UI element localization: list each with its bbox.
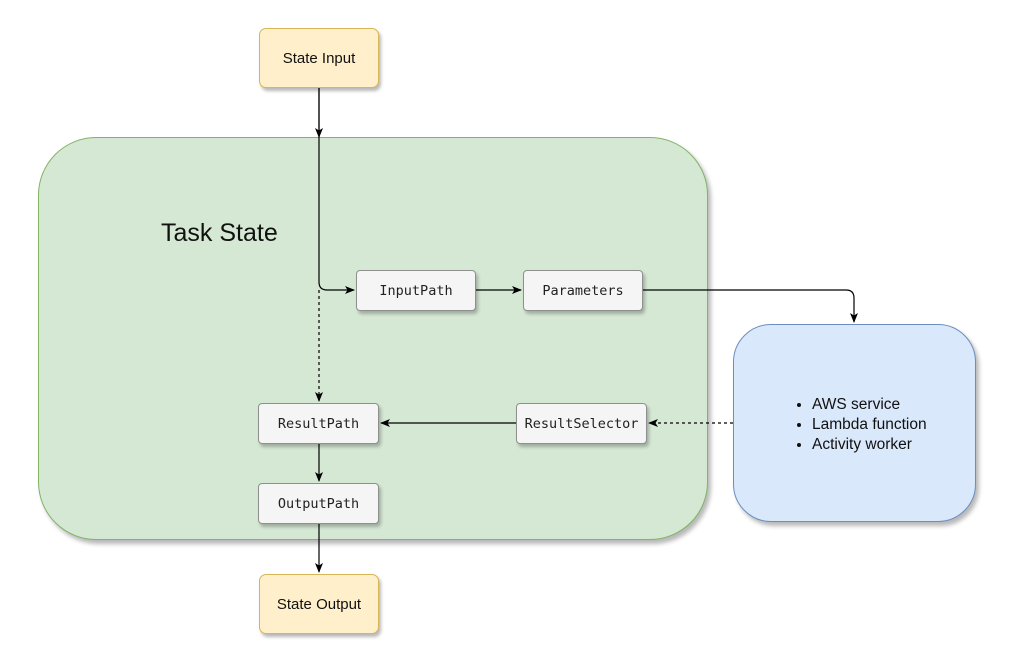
integration-target-aws-service: AWS service — [812, 395, 927, 415]
task-state-title: Task State — [161, 219, 278, 247]
result-selector-node: ResultSelector — [516, 403, 647, 444]
integration-targets-box: AWS service Lambda function Activity wor… — [733, 324, 976, 522]
result-path-node: ResultPath — [258, 403, 379, 444]
input-path-node: InputPath — [356, 270, 476, 311]
task-state-container — [38, 137, 708, 540]
state-output-node: State Output — [259, 574, 379, 634]
integration-target-activity-worker: Activity worker — [812, 435, 927, 455]
output-path-node: OutputPath — [258, 483, 379, 524]
parameters-node: Parameters — [523, 270, 643, 311]
integration-targets-list: AWS service Lambda function Activity wor… — [782, 395, 927, 455]
integration-target-lambda-function: Lambda function — [812, 415, 927, 435]
state-input-node: State Input — [259, 28, 379, 88]
